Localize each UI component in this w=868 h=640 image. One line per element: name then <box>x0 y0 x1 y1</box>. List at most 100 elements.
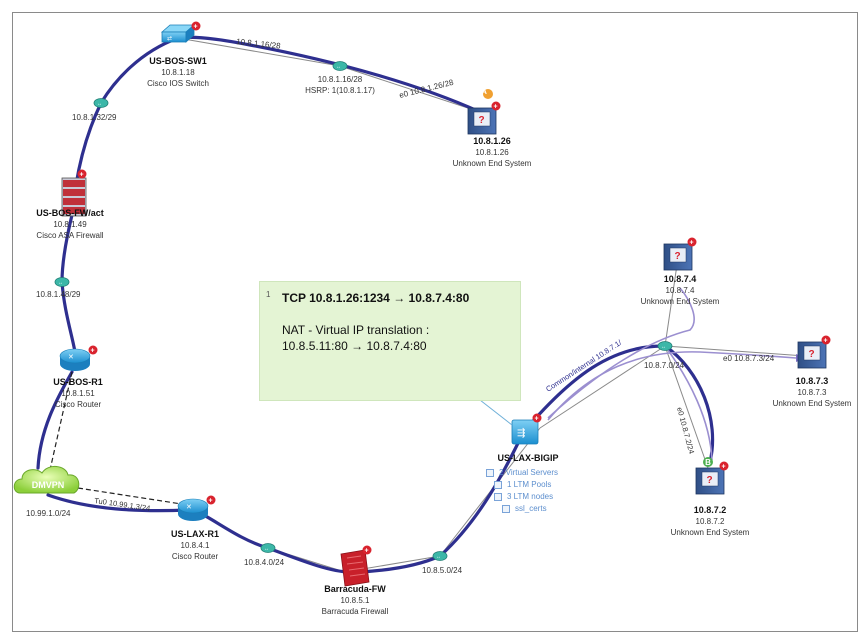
node-name: US-LAX-R1 <box>170 529 219 539</box>
svg-text:+: + <box>194 24 198 31</box>
purple-links <box>547 287 806 461</box>
barracuda-firewall-icon[interactable]: + <box>340 545 372 587</box>
badge-a: A <box>481 87 487 96</box>
end-system-icon[interactable]: ? + <box>695 457 729 495</box>
subnet-10-8-1-16: 10.8.1.16/28 HSRP: 1(10.8.1.17) <box>290 74 390 96</box>
svg-text:↔: ↔ <box>58 280 63 286</box>
subnet-10-8-4-0: 10.8.4.0/24 <box>244 558 285 567</box>
svg-text:?: ? <box>675 251 681 262</box>
link-label-sw-top: 10.8.1.16/28 <box>236 37 282 51</box>
dmvpn-cloud-icon[interactable] <box>13 466 80 494</box>
svg-text:↔: ↔ <box>336 64 341 70</box>
node-type: Cisco Router <box>54 400 102 409</box>
node-type: Barracuda Firewall <box>321 607 389 616</box>
hub-10-8-7-0: ↔ <box>657 341 673 351</box>
load-balancer-icon[interactable]: ⇶ + <box>511 413 542 445</box>
svg-text:⇶: ⇶ <box>517 427 525 439</box>
bigip-item-label: ssl_certs <box>515 504 547 513</box>
node-us-lax-r1: US-LAX-R1 10.8.4.1 Cisco Router <box>148 529 242 562</box>
node-us-bos-fw: US-BOS-FW/act 10.8.1.49 Cisco ASA Firewa… <box>18 208 122 241</box>
callout-flow: TCP 10.8.1.26:1234 → 10.8.7.4:80 <box>282 291 470 305</box>
node-name: Barracuda-FW <box>324 584 386 594</box>
subnet-10-8-1-32: 10.8.1.32/29 <box>72 113 117 122</box>
node-10-8-7-3: 10.8.7.3 10.8.7.3 Unknown End System <box>764 376 860 409</box>
svg-text:+: + <box>80 172 84 179</box>
svg-text:?: ? <box>809 349 815 360</box>
node-type: Cisco IOS Switch <box>147 79 209 88</box>
hub-10-8-4-0: ↔ <box>260 543 276 553</box>
switch-icon[interactable]: ⇄ + <box>160 21 201 43</box>
node-us-bos-r1: US-BOS-R1 10.8.1.51 Cisco Router <box>28 377 128 410</box>
node-us-bos-sw1: US-BOS-SW1 10.8.1.18 Cisco IOS Switch <box>128 56 228 89</box>
link-label-e0-7-3: e0 10.8.7.3/24 <box>723 354 775 363</box>
end-system-icon[interactable]: ? + <box>797 335 831 369</box>
bigip-item[interactable]: 3 LTM nodes <box>486 491 558 503</box>
svg-text:+: + <box>494 104 498 111</box>
node-name: US-BOS-SW1 <box>149 56 207 66</box>
node-ip: 10.8.1.18 <box>161 68 195 77</box>
node-type: Cisco Router <box>171 552 219 561</box>
svg-text:+: + <box>824 338 828 345</box>
node-ip: 10.8.1.51 <box>61 389 95 398</box>
svg-text:+: + <box>690 240 694 247</box>
badge-b: B <box>705 458 711 467</box>
link-label-e0-7-2: e0 10.8.7.2/24 <box>675 406 696 455</box>
hub-10-8-1-48: ↔ <box>54 277 70 287</box>
svg-text:↔: ↔ <box>661 344 666 350</box>
node-name: 10.8.7.3 <box>795 376 829 386</box>
svg-text:✕: ✕ <box>68 354 74 361</box>
callout-number: 1 <box>266 290 271 299</box>
node-name: US-BOS-R1 <box>53 377 103 387</box>
bigip-item[interactable]: 1 LTM Pools <box>486 479 558 491</box>
node-barracuda-fw: Barracuda-FW 10.8.5.1 Barracuda Firewall <box>305 584 405 617</box>
node-name: 10.8.1.26 <box>473 136 511 146</box>
callout-nat-mapping: 10.8.5.11:80 → 10.8.7.4:80 <box>282 339 427 353</box>
dmvpn-subnet: 10.99.1.0/24 <box>26 509 71 518</box>
svg-text:✕: ✕ <box>186 504 192 511</box>
svg-text:+: + <box>722 464 726 471</box>
dmvpn-name: DMVPN <box>31 480 65 490</box>
bigip-item-label: 1 LTM Pools <box>507 480 552 489</box>
hub-10-8-1-32: ↔ <box>93 98 109 108</box>
node-type: Unknown End System <box>670 528 750 537</box>
dashed-links <box>49 371 189 506</box>
svg-text:↔: ↔ <box>436 554 441 560</box>
node-type: Cisco ASA Firewall <box>36 231 104 240</box>
node-name: 10.8.7.2 <box>693 505 727 515</box>
subnet-hubs: ↔ ↔ ↔ ↔ ↔ ↔ <box>54 61 673 561</box>
hub-10-8-1-16: ↔ <box>332 61 348 71</box>
subnet-10-8-5-0: 10.8.5.0/24 <box>422 566 463 575</box>
svg-text:⇄: ⇄ <box>167 35 172 42</box>
node-ip: 10.8.7.3 <box>797 388 827 397</box>
node-10-8-1-26: 10.8.1.26 10.8.1.26 Unknown End System <box>440 136 544 169</box>
node-ip: 10.8.7.2 <box>695 517 725 526</box>
node-ip: 10.8.7.4 <box>665 286 695 295</box>
callout-nat-title: NAT - Virtual IP translation : <box>282 323 430 337</box>
callout-pointer <box>479 399 513 426</box>
router-icon[interactable]: ✕ + <box>59 345 98 372</box>
bigip-item[interactable]: 2 Virtual Servers <box>486 467 558 479</box>
subnet-10-8-1-48: 10.8.1.48/29 <box>36 290 81 299</box>
node-name: US-LAX-BIGIP <box>497 453 559 463</box>
svg-text:?: ? <box>707 475 713 486</box>
svg-text:+: + <box>365 548 369 555</box>
bigip-item[interactable]: ssl_certs <box>486 503 558 515</box>
svg-text:↔: ↔ <box>264 546 269 552</box>
router-icon[interactable]: ✕ + <box>177 495 216 522</box>
subnet-hsrp: HSRP: 1(10.8.1.17) <box>305 86 375 95</box>
end-system-icon[interactable]: ? + <box>467 89 501 135</box>
svg-text:+: + <box>91 348 95 355</box>
node-type: Unknown End System <box>452 159 532 168</box>
asa-firewall-icon[interactable]: + <box>61 169 87 217</box>
node-ip: 10.8.5.1 <box>340 596 370 605</box>
annotation-callout: 1 TCP 10.8.1.26:1234 → 10.8.7.4:80 NAT -… <box>259 281 521 401</box>
node-10-8-7-2: 10.8.7.2 10.8.7.2 Unknown End System <box>658 505 762 538</box>
node-name: 10.8.7.4 <box>663 274 697 284</box>
subnet-10-8-7-0: 10.8.7.0/24 <box>644 361 685 370</box>
node-name: US-BOS-FW/act <box>36 208 104 218</box>
bigip-item-label: 3 LTM nodes <box>507 492 554 501</box>
node-10-8-7-4: 10.8.7.4 10.8.7.4 Unknown End System <box>628 274 732 307</box>
end-system-icon[interactable]: ? + <box>663 237 697 271</box>
bigip-object-list: 2 Virtual Servers 1 LTM Pools 3 LTM node… <box>486 467 558 515</box>
